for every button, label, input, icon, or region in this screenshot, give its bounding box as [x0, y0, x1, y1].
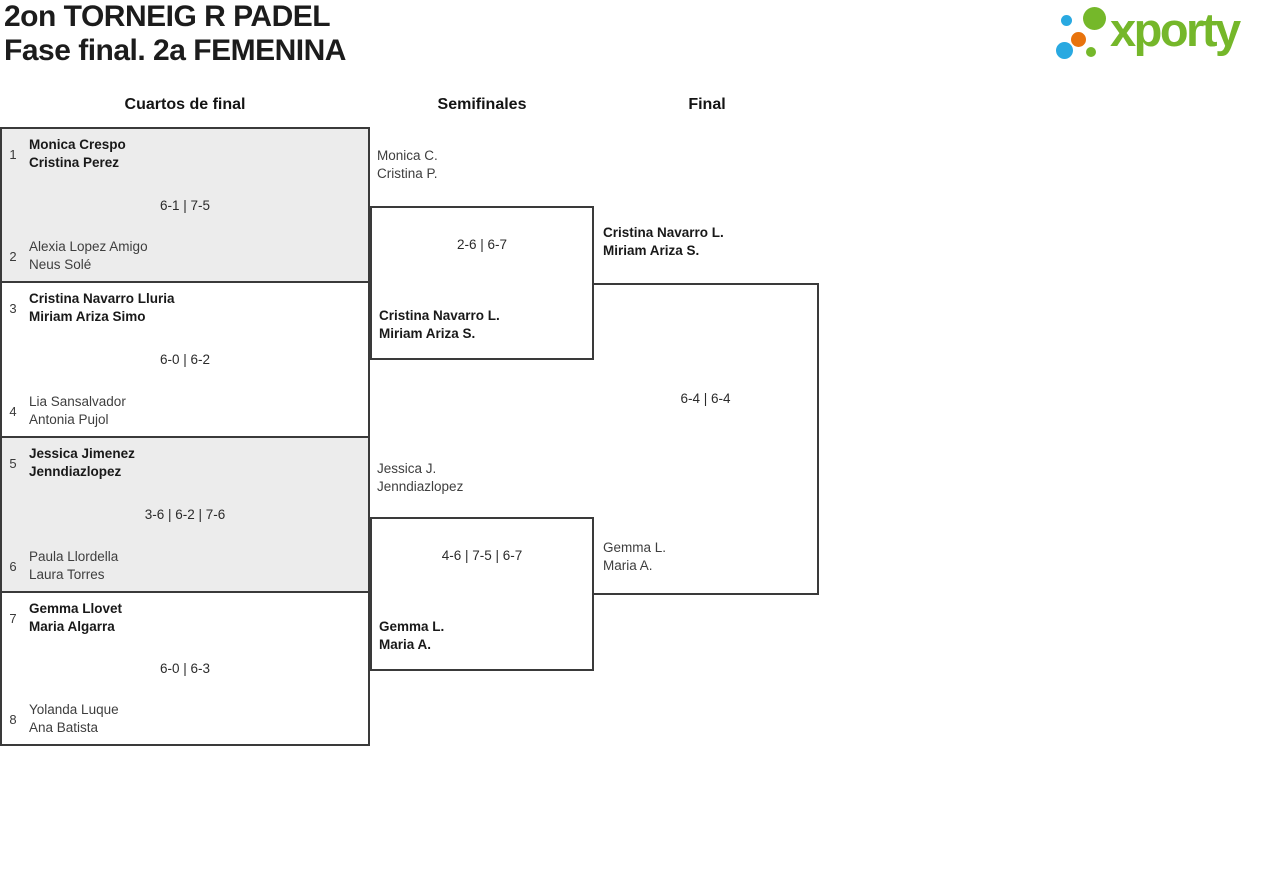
- team-names-winner: Jessica Jimenez Jenndiazlopez: [29, 445, 135, 481]
- team-row: 3 Cristina Navarro Lluria Miriam Ariza S…: [2, 290, 368, 326]
- final-top-team-winner: Cristina Navarro L. Miriam Ariza S.: [603, 224, 724, 260]
- match-score: 6-0 | 6-3: [159, 661, 211, 676]
- team-names-winner: Monica Crespo Cristina Perez: [29, 136, 126, 172]
- seed-number: 6: [9, 558, 17, 574]
- player-name: Paula Llordella: [29, 549, 119, 564]
- seed-number: 5: [9, 455, 17, 471]
- semifinal-match-2[interactable]: 4-6 | 7-5 | 6-7 Gemma L. Maria A.: [370, 517, 594, 671]
- logo-dot-orange-icon: [1071, 32, 1086, 47]
- quarterfinal-match-3[interactable]: 5 Jessica Jimenez Jenndiazlopez 3-6 | 6-…: [0, 436, 370, 593]
- player-name: Alexia Lopez Amigo: [29, 239, 148, 254]
- final-bottom-team: Gemma L. Maria A.: [603, 539, 666, 575]
- page-title: 2on TORNEIG R PADEL Fase final. 2a FEMEN…: [4, 0, 346, 68]
- match-score: 3-6 | 6-2 | 7-6: [144, 507, 226, 522]
- team-names-winner: Gemma Llovet Maria Algarra: [29, 600, 122, 636]
- logo-dot-blue-small-icon: [1061, 15, 1072, 26]
- quarterfinal-match-4[interactable]: 7 Gemma Llovet Maria Algarra 6-0 | 6-3 8…: [0, 591, 370, 746]
- team-row: 7 Gemma Llovet Maria Algarra: [2, 600, 368, 636]
- team-row: 4 Lia Sansalvador Antonia Pujol: [2, 393, 368, 429]
- player-name: Cristina P.: [377, 166, 438, 181]
- player-name: Antonia Pujol: [29, 412, 109, 427]
- seed-number: 2: [9, 248, 17, 264]
- match-score: 6-1 | 7-5: [159, 197, 211, 213]
- team-row: 5 Jessica Jimenez Jenndiazlopez: [2, 445, 368, 481]
- logo-wordmark: xporty: [1110, 3, 1241, 56]
- player-name: Miriam Ariza S.: [379, 326, 476, 341]
- team-names: Lia Sansalvador Antonia Pujol: [29, 393, 126, 429]
- player-name: Monica Crespo: [29, 137, 126, 152]
- player-name: Laura Torres: [29, 567, 105, 582]
- player-name: Gemma Llovet: [29, 601, 123, 616]
- player-name: Cristina Navarro L.: [379, 308, 500, 323]
- player-name: Miriam Ariza S.: [603, 243, 700, 258]
- match-score: 6-0 | 6-2: [159, 352, 211, 367]
- player-name: Yolanda Luque: [29, 702, 119, 717]
- seed-number: 7: [9, 610, 17, 626]
- player-name: Monica C.: [377, 148, 438, 163]
- player-name: Gemma L.: [603, 540, 667, 555]
- player-name: Lia Sansalvador: [29, 394, 126, 409]
- seed-number: 4: [9, 403, 17, 419]
- seed-number: 8: [9, 711, 17, 727]
- match-score: 4-6 | 7-5 | 6-7: [441, 548, 523, 563]
- column-header-final: Final: [688, 96, 726, 113]
- semifinal-2-winner-team: Gemma L. Maria A.: [379, 618, 444, 654]
- team-names: Yolanda Luque Ana Batista: [29, 701, 119, 737]
- player-name: Gemma L.: [379, 619, 445, 634]
- team-row: 6 Paula Llordella Laura Torres: [2, 548, 368, 584]
- logo-dot-blue-large-icon: [1056, 42, 1073, 59]
- player-name: Neus Solé: [29, 257, 92, 272]
- player-name: Cristina Navarro L.: [603, 225, 724, 240]
- quarterfinal-match-1[interactable]: 1 Monica Crespo Cristina Perez 6-1 | 7-5…: [0, 127, 370, 283]
- player-name: Ana Batista: [29, 720, 99, 735]
- page-title-line1: 2on TORNEIG R PADEL: [4, 0, 331, 33]
- seed-number: 3: [9, 300, 17, 316]
- player-name: Cristina Perez: [29, 155, 120, 170]
- player-name: Jenndiazlopez: [377, 479, 464, 494]
- player-name: Jenndiazlopez: [29, 464, 122, 479]
- logo-dot-green-large-icon: [1083, 7, 1106, 30]
- player-name: Miriam Ariza Simo: [29, 309, 146, 324]
- quarterfinal-match-2[interactable]: 3 Cristina Navarro Lluria Miriam Ariza S…: [0, 281, 370, 438]
- semifinal-2-top-team: Jessica J. Jenndiazlopez: [377, 460, 463, 496]
- player-name: Cristina Navarro Lluria: [29, 291, 175, 306]
- team-names-winner: Cristina Navarro Lluria Miriam Ariza Sim…: [29, 290, 175, 326]
- semifinal-1-winner-team: Cristina Navarro L. Miriam Ariza S.: [379, 307, 500, 343]
- team-names: Paula Llordella Laura Torres: [29, 548, 118, 584]
- semifinal-match-1[interactable]: 2-6 | 6-7 Cristina Navarro L. Miriam Ari…: [370, 206, 594, 360]
- column-header-quarterfinals: Cuartos de final: [124, 96, 246, 113]
- player-name: Jessica Jimenez: [29, 446, 135, 461]
- player-name: Jessica J.: [377, 461, 437, 476]
- player-name: Maria A.: [603, 558, 653, 573]
- match-score: 2-6 | 6-7: [456, 237, 508, 252]
- logo-dot-green-small-icon: [1086, 47, 1096, 57]
- seed-number: 1: [9, 146, 17, 162]
- team-row: 1 Monica Crespo Cristina Perez: [2, 136, 368, 172]
- final-match[interactable]: 6-4 | 6-4 Gemma L. Maria A.: [594, 283, 819, 595]
- team-names: Alexia Lopez Amigo Neus Solé: [29, 238, 148, 274]
- match-score: 6-4 | 6-4: [680, 391, 731, 406]
- page-title-line2: Fase final. 2a FEMENINA: [4, 34, 346, 67]
- team-row: 8 Yolanda Luque Ana Batista: [2, 701, 368, 737]
- column-header-semifinals: Semifinales: [437, 96, 527, 113]
- player-name: Maria Algarra: [29, 619, 115, 634]
- team-row: 2 Alexia Lopez Amigo Neus Solé: [2, 238, 368, 274]
- player-name: Maria A.: [379, 637, 432, 652]
- semifinal-1-top-team: Monica C. Cristina P.: [377, 147, 438, 183]
